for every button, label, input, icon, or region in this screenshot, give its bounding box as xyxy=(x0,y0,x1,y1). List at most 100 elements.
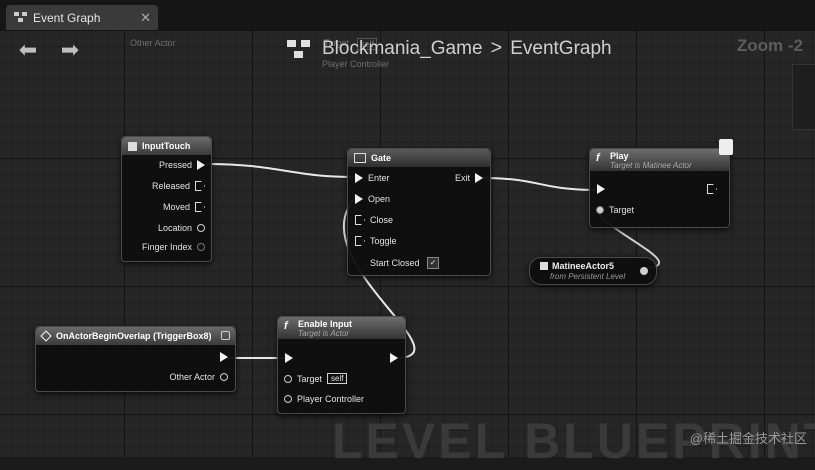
data-pin-icon xyxy=(596,206,604,214)
close-icon[interactable]: ✕ xyxy=(140,10,151,25)
target-self-field[interactable]: self xyxy=(327,373,348,384)
exec-pin-icon xyxy=(390,353,398,363)
pin-label: Location xyxy=(157,223,192,233)
pin-close[interactable]: Close xyxy=(355,215,393,225)
latent-clock-icon xyxy=(719,139,733,155)
data-pin-icon xyxy=(197,224,205,232)
data-pin-icon xyxy=(220,373,228,381)
pin-exec-out[interactable] xyxy=(220,352,228,362)
pin-exec-out[interactable] xyxy=(707,184,717,194)
forward-arrow-icon[interactable]: ➡ xyxy=(60,37,80,62)
pin-target[interactable]: Target xyxy=(596,205,634,215)
graph-canvas[interactable]: ⬅ ➡ Other Actor Target self Player Contr… xyxy=(0,30,815,469)
play-node[interactable]: f Play Target is Matinee Actor Target xyxy=(589,139,733,228)
gate-node[interactable]: Gate Enter Open Close Toggle Start Close… xyxy=(347,148,491,276)
node-title: InputTouch xyxy=(142,141,191,151)
exec-pin-icon xyxy=(475,173,483,183)
exec-pin-icon xyxy=(285,353,293,363)
enable-input-node[interactable]: f Enable Input Target is Actor Target sel… xyxy=(277,316,406,414)
pin-label: Enter xyxy=(368,173,390,183)
pin-target[interactable]: Target self xyxy=(284,373,348,384)
pin-start-closed[interactable]: Start Closed ✓ xyxy=(370,257,440,269)
side-panel[interactable] xyxy=(792,64,815,130)
node-header: Gate xyxy=(348,149,490,167)
exec-pin-icon xyxy=(597,184,605,194)
breadcrumb-separator: > xyxy=(490,37,503,59)
exec-pin-icon xyxy=(707,184,717,194)
exec-pin-icon xyxy=(355,236,365,246)
ghost-player-controller-label: Player Controller xyxy=(322,59,390,69)
pin-open[interactable]: Open xyxy=(355,194,390,204)
input-touch-node[interactable]: InputTouch Pressed Released Moved Locati… xyxy=(121,136,212,262)
pin-label: Released xyxy=(151,181,190,191)
node-title: Enable Input xyxy=(298,318,352,329)
node-subtitle: from Persistent Level xyxy=(550,272,626,281)
data-pin-icon xyxy=(197,243,205,251)
pin-label: Player Controller xyxy=(297,394,365,404)
blueprint-graph-icon xyxy=(286,38,312,60)
exec-pin-icon xyxy=(355,173,363,183)
tab-event-graph[interactable]: Event Graph ✕ xyxy=(6,5,158,30)
start-closed-checkbox[interactable]: ✓ xyxy=(427,257,440,269)
pin-toggle[interactable]: Toggle xyxy=(355,236,397,246)
wire-exit-to-play xyxy=(481,177,597,191)
pin-released[interactable]: Released xyxy=(152,181,205,191)
tab-label: Event Graph xyxy=(33,10,101,25)
pin-label: Start Closed xyxy=(370,258,420,268)
delegate-pin-icon xyxy=(221,331,230,340)
data-pin-icon[interactable] xyxy=(640,267,648,275)
breadcrumb-level[interactable]: Blockmania_Game xyxy=(322,37,483,59)
exec-pin-icon xyxy=(195,181,205,191)
pin-label: Target xyxy=(609,205,635,215)
pin-label: Exit xyxy=(454,173,470,183)
pin-label: Pressed xyxy=(158,160,192,170)
pin-location[interactable]: Location xyxy=(158,223,205,233)
actor-icon xyxy=(540,262,548,270)
pin-label: Toggle xyxy=(370,236,397,246)
wire-pressed-to-enter xyxy=(204,163,356,178)
pin-label: Close xyxy=(370,215,394,225)
node-title: Gate xyxy=(371,153,392,163)
pin-moved[interactable]: Moved xyxy=(163,202,205,212)
pin-exec-in[interactable] xyxy=(597,184,605,194)
exec-pin-icon xyxy=(355,194,363,204)
node-header: InputTouch xyxy=(122,137,211,155)
exec-pin-icon xyxy=(355,215,365,225)
pin-pressed[interactable]: Pressed xyxy=(159,160,205,170)
wire-enable-to-open xyxy=(342,197,416,359)
pin-exec-out[interactable] xyxy=(390,353,398,363)
exec-pin-icon xyxy=(197,160,205,170)
pin-finger-index[interactable]: Finger Index xyxy=(142,242,205,252)
data-pin-icon xyxy=(284,395,292,403)
node-title: MatineeActor5 xyxy=(552,261,615,271)
on-actor-begin-overlap-node[interactable]: OnActorBeginOverlap (TriggerBox8) Other … xyxy=(35,326,236,392)
exec-pin-icon xyxy=(220,352,228,362)
back-arrow-icon[interactable]: ⬅ xyxy=(18,37,38,62)
node-title-row: MatineeActor5 xyxy=(540,261,614,271)
pin-label: Open xyxy=(368,194,391,204)
pin-enter[interactable]: Enter xyxy=(355,173,390,183)
tab-bar: Event Graph ✕ xyxy=(0,0,815,30)
pin-exec-in[interactable] xyxy=(285,353,293,363)
function-icon: f xyxy=(596,152,600,164)
exec-pin-icon xyxy=(195,202,205,212)
pin-exit[interactable]: Exit xyxy=(455,173,483,183)
node-header: OnActorBeginOverlap (TriggerBox8) xyxy=(36,327,235,345)
zoom-level: Zoom -2 xyxy=(736,36,803,55)
graph-icon xyxy=(14,12,27,23)
credit-watermark: @稀土掘金技术社区 xyxy=(689,431,807,446)
node-subtitle: Target is Matinee Actor xyxy=(610,160,692,170)
function-icon: f xyxy=(284,320,288,332)
node-header: f Enable Input Target is Actor xyxy=(278,317,405,339)
event-diamond-icon xyxy=(40,330,52,342)
pin-player-controller[interactable]: Player Controller xyxy=(284,394,364,404)
node-title: Play xyxy=(610,150,629,161)
input-touch-icon xyxy=(128,141,137,151)
pin-label: Finger Index xyxy=(141,242,192,252)
breadcrumb: Blockmania_Game > EventGraph xyxy=(286,37,612,60)
matinee-actor-node[interactable]: MatineeActor5 from Persistent Level xyxy=(529,257,657,285)
pin-other-actor[interactable]: Other Actor xyxy=(169,372,228,382)
pin-label: Target xyxy=(297,373,323,384)
pin-label: Other Actor xyxy=(169,372,215,382)
data-pin-icon xyxy=(284,374,292,383)
